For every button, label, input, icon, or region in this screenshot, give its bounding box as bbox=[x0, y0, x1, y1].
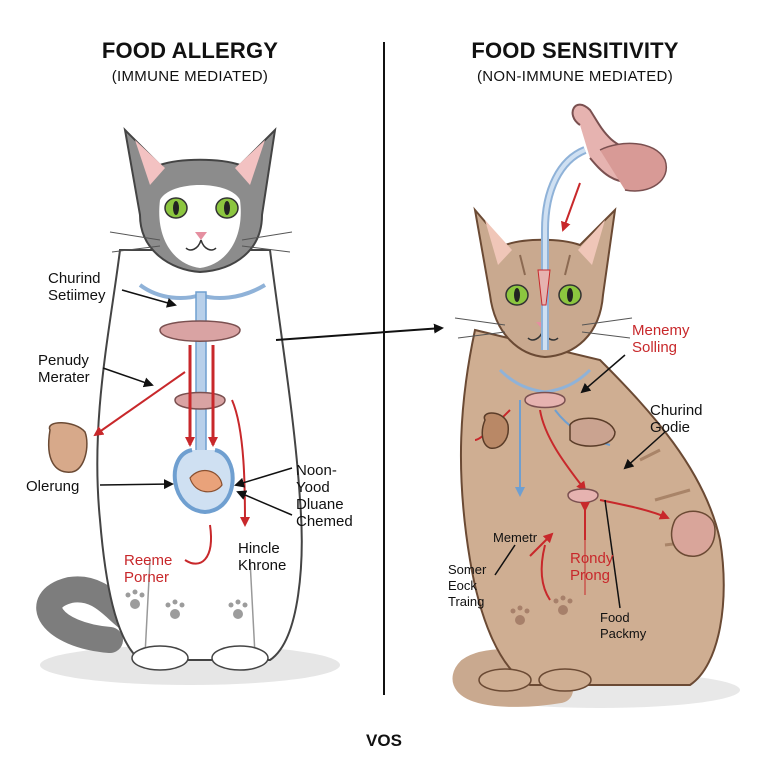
right-subtitle: (NON-IMMUNE MEDIATED) bbox=[476, 68, 673, 85]
label-rondy-prong: Rondy Prong bbox=[570, 550, 614, 584]
label-memetr: Memetr bbox=[493, 530, 538, 545]
comparison-arrow bbox=[275, 323, 444, 341]
label-hincle-khrone: Hincle Khrone bbox=[238, 540, 287, 574]
footer-text: VOS bbox=[366, 731, 402, 750]
left-subtitle: (IMMUNE MEDIATED) bbox=[111, 68, 269, 85]
right-cat-illustration bbox=[452, 206, 740, 708]
right-title: FOOD SENSITIVITY bbox=[471, 38, 679, 63]
label-churind-godie: Churind Godie bbox=[650, 402, 703, 436]
label-reeme-porner: Reeme Porner bbox=[124, 552, 173, 586]
label-menemy-solling: Menemy Solling bbox=[632, 322, 690, 356]
label-noon-yood: Noon- Yood Dluane Chemed bbox=[296, 462, 353, 530]
label-olerung: Olerung bbox=[26, 478, 80, 495]
label-food-packmy: Food Packmy bbox=[600, 610, 647, 641]
label-churind-setiimey: Churind Setiimey bbox=[48, 270, 106, 304]
label-penudy-merater: Penudy Merater bbox=[38, 352, 90, 386]
right-digestive-diagram bbox=[474, 103, 716, 601]
label-somer-eock-traing: Somer Eock Traing bbox=[448, 562, 487, 609]
left-title: FOOD ALLERGY bbox=[101, 38, 279, 63]
left-digestive-diagram bbox=[48, 283, 267, 565]
